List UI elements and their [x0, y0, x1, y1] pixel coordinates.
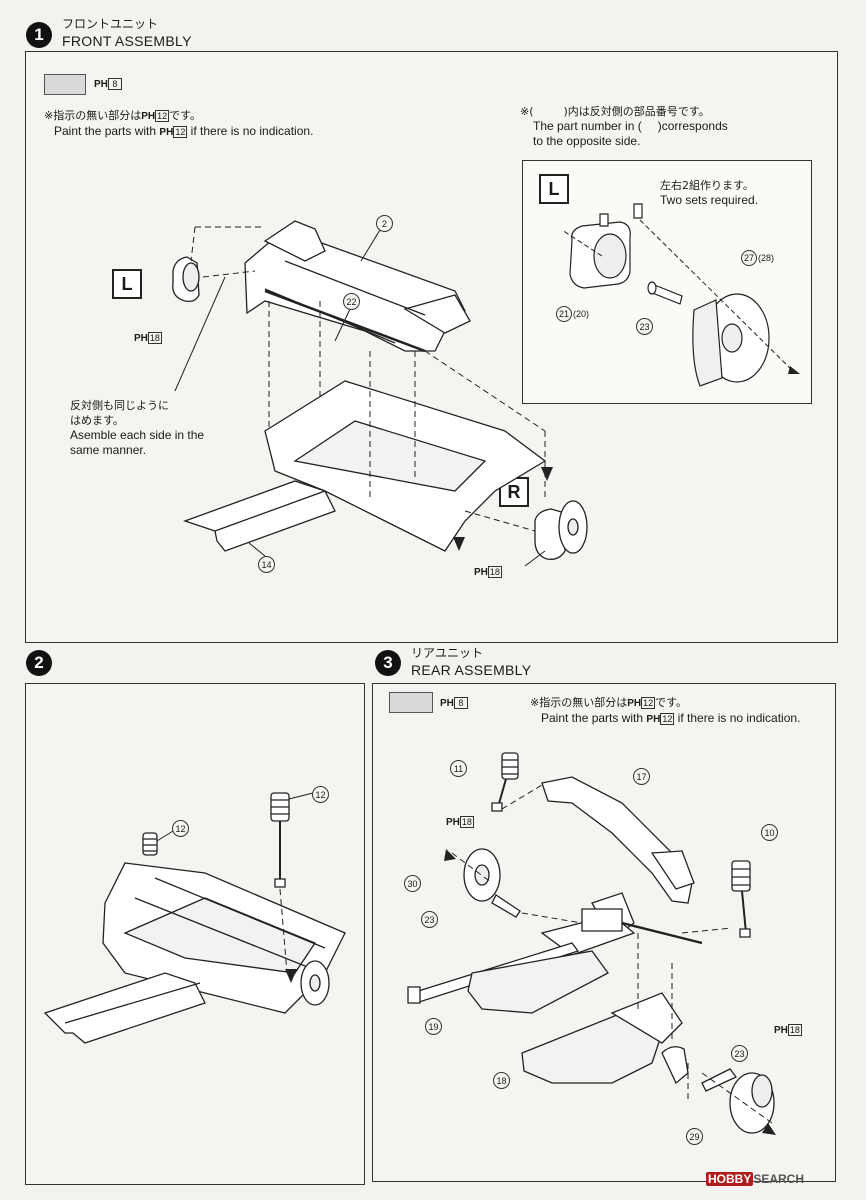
callout-19: 19	[425, 1018, 442, 1035]
two-sets-jp: 左右2組作ります。	[660, 179, 754, 192]
note-jp-post: です。	[169, 109, 202, 122]
note-en-line1-post: )corresponds	[657, 119, 728, 133]
paint-number: 12	[155, 109, 170, 122]
callout-23-rear-left: 23	[421, 911, 438, 928]
callout-14: 14	[258, 556, 275, 573]
paint-ph-label: PH	[627, 698, 642, 709]
step-2-badge: 2	[26, 650, 52, 676]
step-3-title-jp: リアユニット	[411, 646, 484, 660]
step-1-badge: 1	[26, 22, 52, 48]
callout-22: 22	[343, 293, 360, 310]
each-side-en-2: same manner.	[70, 443, 147, 457]
paint-ph-label: PH	[134, 333, 148, 344]
front-chassis-drawing	[25, 51, 836, 641]
paint-number: 12	[660, 712, 675, 725]
callout-27: 27	[741, 250, 757, 266]
two-sets-note: 左右2組作ります。 Two sets required.	[660, 178, 758, 208]
step-1-title-jp: フロントユニット	[62, 17, 159, 31]
watermark-brand: HOBBY	[706, 1172, 754, 1186]
paint-ph-label: PH	[446, 817, 460, 828]
callout-12-left: 12	[172, 820, 189, 837]
paint-number: 18	[487, 566, 502, 579]
step-1-title-en: FRONT ASSEMBLY	[62, 33, 192, 49]
chassis-shock-drawing	[25, 683, 363, 1183]
note-jp-pre: ※指示の無い部分は	[530, 696, 628, 709]
callout-21: 21	[556, 306, 572, 322]
callout-20: (20)	[573, 309, 590, 319]
each-side-jp-1: 反対側も同じように	[70, 399, 169, 412]
two-sets-en: Two sets required.	[660, 193, 759, 207]
callout-2: 2	[376, 215, 393, 232]
paint-ph-label: PH	[646, 714, 661, 725]
note-jp-post: )内は反対側の部品番号です。	[563, 105, 710, 118]
each-side-jp-2: はめます。	[70, 414, 124, 427]
note-en-pre: Paint the parts with	[541, 711, 644, 725]
each-side-en-1: Asemble each side in the	[70, 428, 205, 442]
callout-27-28: 27(28)	[741, 250, 774, 266]
paint-swatch-8	[44, 74, 86, 95]
paint-number: 18	[787, 1024, 802, 1037]
callout-18: 18	[493, 1072, 510, 1089]
callout-10: 10	[761, 824, 778, 841]
paint-ph-label: PH	[159, 127, 174, 138]
note-en-line1-pre: The part number in (	[533, 119, 642, 133]
rear-paint-swatch-8	[389, 692, 433, 713]
note-jp-pre: ※(	[520, 105, 534, 118]
paint-ph-label: PH	[94, 79, 108, 90]
callout-21-20: 21(20)	[556, 306, 589, 322]
callout-23: 23	[636, 318, 653, 335]
paint-number: 12	[641, 696, 656, 709]
wheel-hub-drawing	[522, 160, 800, 402]
paint-number: 18	[147, 332, 162, 345]
paint-ph-label: PH	[440, 698, 454, 709]
callout-30: 30	[404, 875, 421, 892]
callout-29: 29	[686, 1128, 703, 1145]
note-jp-post: です。	[655, 696, 688, 709]
detail-side-label: L	[539, 174, 569, 204]
callout-23-rear-right: 23	[731, 1045, 748, 1062]
callout-11: 11	[450, 760, 467, 777]
left-side-label: L	[112, 269, 142, 299]
note-en-line2: to the opposite side.	[533, 134, 641, 148]
note-en-post: if there is no indication.	[677, 711, 801, 725]
opposite-side-note: ※( )内は反対側の部品番号です。 The part number in ( )co…	[520, 104, 728, 149]
paint-number: 12	[173, 125, 188, 138]
watermark-text: SEARCH	[753, 1172, 805, 1186]
paint-number: 8	[453, 697, 468, 710]
note-jp-pre: ※指示の無い部分は	[44, 109, 142, 122]
step-3-title-en: REAR ASSEMBLY	[411, 662, 532, 678]
paint-number: 18	[459, 816, 474, 829]
assemble-each-side-note: 反対側も同じように はめます。 Asemble each side in the…	[70, 398, 204, 458]
callout-17: 17	[633, 768, 650, 785]
paint-ph-label: PH	[474, 567, 488, 578]
rear-suspension-drawing	[372, 683, 776, 1135]
callout-28: (28)	[758, 253, 775, 263]
paint-number: 8	[107, 78, 122, 91]
note-en-post: if there is no indication.	[190, 124, 314, 138]
step-3-badge: 3	[375, 650, 401, 676]
paint-ph-label: PH	[141, 111, 156, 122]
paint-ph-label: PH	[774, 1025, 788, 1036]
note-en-pre: Paint the parts with	[54, 124, 157, 138]
callout-12-right: 12	[312, 786, 329, 803]
